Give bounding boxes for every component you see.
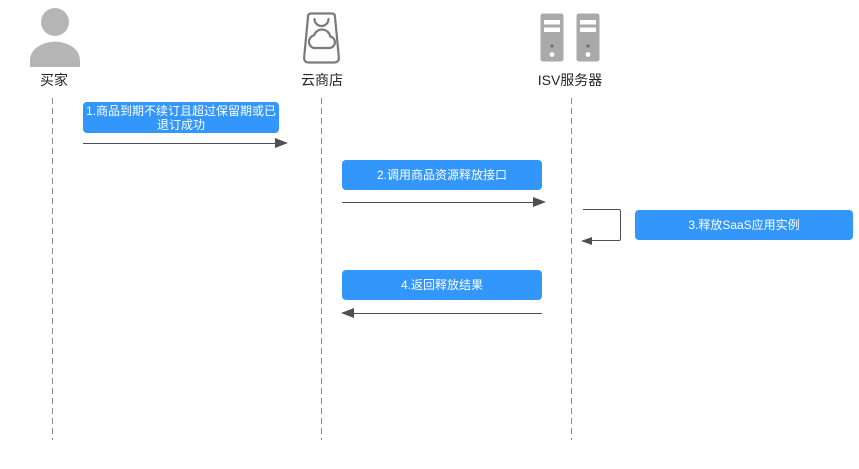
- arrow-message-4-left: [341, 308, 542, 318]
- message-box-1: 1.商品到期不续订且超过保留期或已 退订成功: [83, 102, 279, 133]
- message-1-line-1: 1.商品到期不续订且超过保留期或已: [85, 103, 276, 118]
- arrow-message-1-right: [83, 138, 288, 148]
- message-1-line-2: 退订成功: [156, 117, 205, 132]
- server-towers-icon: [540, 13, 600, 67]
- lifeline-buyer: [52, 98, 53, 440]
- arrow-message-3-self-loop: [581, 209, 621, 245]
- message-box-2: 2.调用商品资源释放接口: [342, 160, 542, 190]
- actor-label-buyer: 买家: [40, 72, 68, 88]
- arrow-message-2-right: [342, 197, 546, 207]
- person-icon: [28, 5, 82, 72]
- lifeline-cloud-store: [321, 98, 322, 440]
- actor-label-cloud-store: 云商店: [301, 72, 343, 88]
- message-box-4: 4.返回释放结果: [342, 270, 542, 300]
- shopping-bag-cloud-icon: [300, 12, 343, 69]
- actor-label-isv-server: ISV服务器: [537, 72, 603, 88]
- message-box-3: 3.释放SaaS应用实例: [635, 210, 853, 240]
- lifeline-isv-server: [571, 98, 572, 440]
